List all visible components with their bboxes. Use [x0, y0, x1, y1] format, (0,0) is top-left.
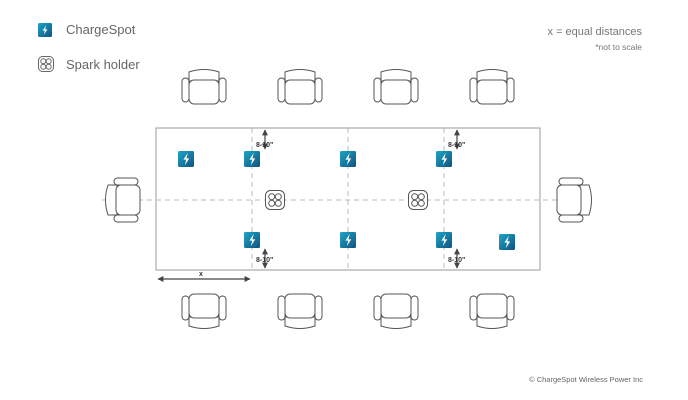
- gap-label: 8-10": [256, 257, 273, 264]
- dimension-arrows: [157, 129, 460, 282]
- gap-label: 8-10": [256, 142, 273, 149]
- legend-chargespot: ChargeSpot: [38, 22, 135, 37]
- chair-left-end: [105, 177, 141, 223]
- chargespot-icon: [178, 151, 194, 167]
- spark-holder-icon: [265, 190, 285, 210]
- chargespot-icon: [244, 232, 260, 248]
- copyright-text: © ChargeSpot Wireless Power Inc: [529, 375, 643, 384]
- chair-top-4: [469, 69, 515, 105]
- chargespot-icon: [499, 234, 515, 250]
- chargespot-icon: [340, 232, 356, 248]
- x-distance-label: x: [199, 271, 203, 278]
- gap-label: 8-10": [448, 257, 465, 264]
- chair-bottom-2: [277, 293, 323, 329]
- legend-spark-holder: Spark holder: [38, 56, 140, 72]
- chair-top-1: [181, 69, 227, 105]
- chargespot-icon: [436, 151, 452, 167]
- chair-bottom-1: [181, 293, 227, 329]
- legend-chargespot-label: ChargeSpot: [66, 22, 136, 37]
- chair-top-2: [277, 69, 323, 105]
- chargespot-icon: [244, 151, 260, 167]
- not-to-scale-note: *not to scale: [595, 42, 642, 52]
- legend-spark-holder-label: Spark holder: [66, 56, 140, 72]
- chair-bottom-3: [373, 293, 419, 329]
- chargespot-icon: [436, 232, 452, 248]
- chargespot-icon: [340, 151, 356, 167]
- chargespot-icon: [38, 22, 52, 37]
- spark-holder-icon: [408, 190, 428, 210]
- chair-top-3: [373, 69, 419, 105]
- equal-distances-note: x = equal distances: [547, 26, 642, 38]
- chair-right-end: [556, 177, 592, 223]
- chair-bottom-4: [469, 293, 515, 329]
- spark-holder-icon: [38, 56, 54, 72]
- gap-label: 8-10": [448, 142, 465, 149]
